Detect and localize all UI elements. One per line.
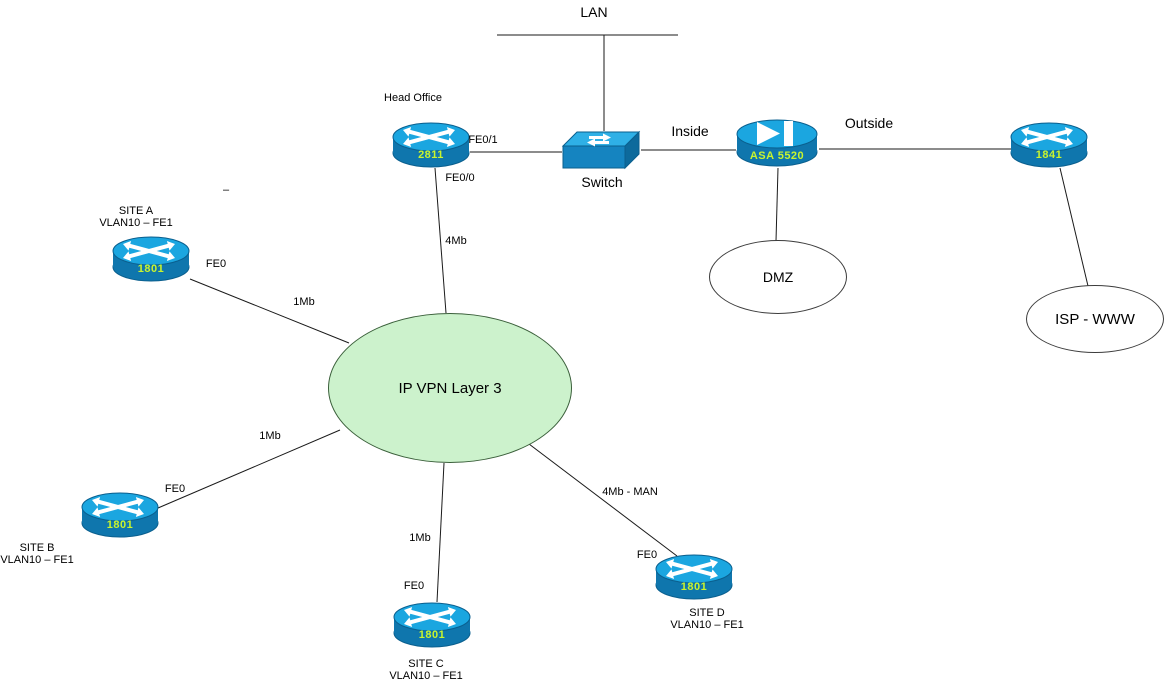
site-b-vlan: VLAN10 – FE1 xyxy=(0,554,74,566)
1841-to-isp-line xyxy=(1059,167,1089,287)
ip-vpn-cloud-label: IP VPN Layer 3 xyxy=(398,379,502,397)
site-d-name: SITE D xyxy=(689,607,725,619)
cloud-to-site-d-line xyxy=(528,443,678,557)
site-d-vlan: VLAN10 – FE1 xyxy=(670,619,744,631)
router-icon xyxy=(392,122,470,168)
site-c-bandwidth-label: 1Mb xyxy=(409,532,431,544)
inside-label: Inside xyxy=(671,123,709,139)
site-b-name: SITE B xyxy=(19,542,55,554)
firewall-icon xyxy=(736,119,818,167)
site-a-router-model: 1801 xyxy=(137,263,165,275)
site-c-interface-label: FE0 xyxy=(403,580,425,592)
site-a-interface-label: FE0 xyxy=(205,258,227,270)
lan-label: LAN xyxy=(580,4,608,20)
router-icon xyxy=(655,554,733,600)
site-c-caption: SITE C VLAN10 – FE1 xyxy=(389,658,462,682)
asa-firewall: ASA 5520 xyxy=(735,118,819,170)
head-office-router-model: 2811 xyxy=(418,149,444,161)
site-b-caption: SITE B VLAN10 – FE1 xyxy=(0,542,73,566)
site-c-vlan: VLAN10 – FE1 xyxy=(389,670,463,682)
site-a-caption: SITE A VLAN10 – FE1 xyxy=(99,205,172,229)
switch-label: Switch xyxy=(581,174,623,190)
switch-icon xyxy=(562,131,640,169)
site-d-router-model: 1801 xyxy=(680,581,708,593)
bandwidth-label-head-office: 4Mb xyxy=(445,235,467,247)
site-d-bandwidth-label: 4Mb - MAN xyxy=(602,486,658,498)
site-d-caption: SITE D VLAN10 – FE1 xyxy=(670,607,743,631)
router-icon xyxy=(393,602,471,648)
router-icon xyxy=(1010,122,1088,168)
site-b-router: 1801 xyxy=(80,491,160,541)
site-a-name: SITE A xyxy=(118,205,154,217)
asa-firewall-model: ASA 5520 xyxy=(749,150,805,162)
site-a-router: 1801 xyxy=(111,235,191,285)
asa-to-dmz-line xyxy=(775,167,779,242)
dmz-ellipse: DMZ xyxy=(709,240,847,314)
2811-to-cloud-line xyxy=(434,167,447,314)
dmz-label: DMZ xyxy=(762,269,794,285)
site-a-to-cloud-line xyxy=(189,278,350,344)
head-office-router: 2811 xyxy=(391,121,471,171)
site-a-bandwidth-label: 1Mb xyxy=(293,296,315,308)
router-icon xyxy=(81,492,159,538)
site-b-bandwidth-label: 1Mb xyxy=(259,430,281,442)
outside-label: Outside xyxy=(844,115,894,131)
cloud-to-site-c-line xyxy=(436,462,445,603)
site-b-interface-label: FE0 xyxy=(164,483,186,495)
internet-router: 1841 xyxy=(1009,121,1089,171)
site-d-interface-label: FE0 xyxy=(636,549,658,561)
site-c-router-model: 1801 xyxy=(418,629,446,641)
site-b-to-cloud-line xyxy=(157,429,341,509)
site-a-vlan: VLAN10 – FE1 xyxy=(99,217,173,229)
site-c-router: 1801 xyxy=(392,601,472,651)
internet-router-model: 1841 xyxy=(1035,149,1063,161)
site-d-router: 1801 xyxy=(654,553,734,603)
isp-label: ISP - WWW xyxy=(1055,310,1135,328)
interface-label-fe0-0: FE0/0 xyxy=(445,172,475,184)
site-b-router-model: 1801 xyxy=(106,519,134,531)
interface-label-fe0-1: FE0/1 xyxy=(468,134,498,146)
head-office-caption: Head Office xyxy=(384,92,442,104)
router-icon xyxy=(112,236,190,282)
ip-vpn-cloud: IP VPN Layer 3 xyxy=(328,313,572,463)
lan-switch xyxy=(561,128,641,174)
isp-ellipse: ISP - WWW xyxy=(1026,285,1164,353)
site-c-name: SITE C xyxy=(408,658,444,670)
stray-dash-mark: – xyxy=(222,184,230,196)
